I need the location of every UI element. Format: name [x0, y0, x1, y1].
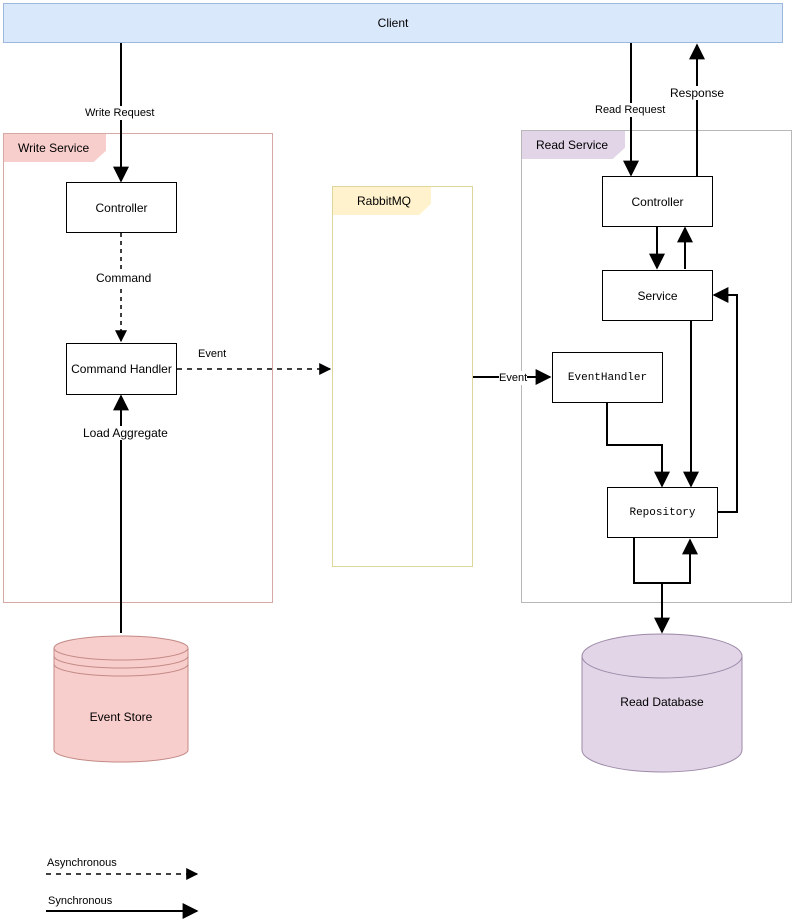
command-handler-node: Command Handler	[66, 343, 177, 395]
event-store-label: Event Store	[89, 710, 153, 724]
response-label: Response	[670, 86, 725, 100]
event-handler-node: EventHandler	[552, 352, 663, 403]
client-label: Client	[377, 16, 409, 30]
read-database-label: Read Database	[620, 695, 704, 709]
read-request-label: Read Request	[595, 103, 666, 117]
write-controller-node: Controller	[66, 182, 177, 233]
event-publish-label: Event	[198, 348, 227, 360]
event-store-cylinder	[53, 635, 189, 763]
edge-repository-service	[712, 287, 738, 513]
legend-sync-label: Synchronous	[48, 895, 113, 907]
event-consume-label: Event	[499, 371, 528, 385]
read-service-title: Read Service	[522, 131, 625, 159]
rabbitmq-title: RabbitMQ	[333, 187, 431, 215]
rabbitmq-group	[332, 186, 473, 567]
edge-eventhandler-repository	[606, 402, 670, 488]
write-request-label: Write Request	[85, 106, 155, 120]
read-controller-node: Controller	[602, 176, 713, 227]
legend-async-label: Asynchronous	[47, 857, 117, 869]
read-database-cylinder	[581, 633, 743, 773]
repository-node: Repository	[607, 487, 718, 538]
write-service-title: Write Service	[4, 134, 106, 162]
edge-repository-db-loop	[633, 538, 698, 584]
load-aggregate-label: Load Aggregate	[83, 426, 168, 440]
service-node: Service	[602, 270, 713, 321]
client-bar: Client	[3, 3, 783, 43]
command-label: Command	[96, 271, 152, 285]
